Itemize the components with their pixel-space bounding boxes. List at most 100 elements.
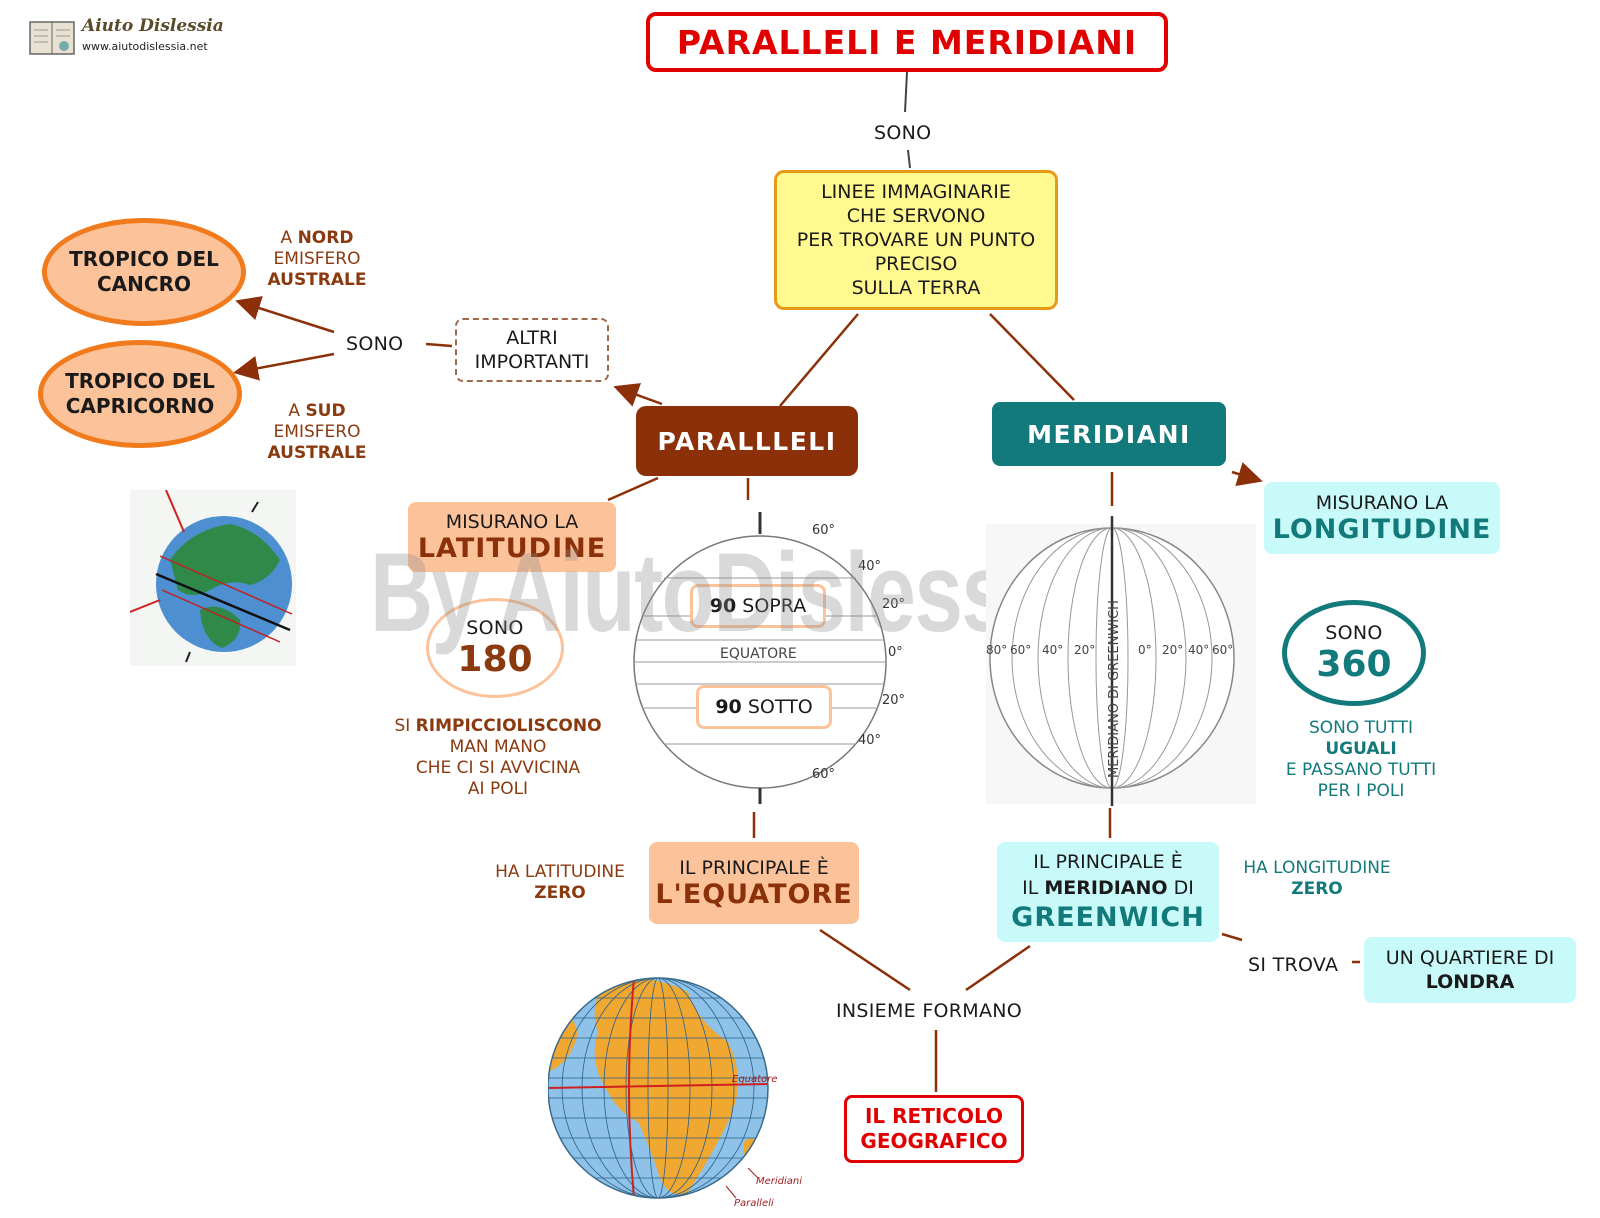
- londra-box: UN QUARTIERE DI LONDRA: [1364, 937, 1576, 1003]
- shrink-note-line: CHE CI SI AVVICINA: [415, 758, 581, 778]
- globe-paralleli-label: Paralleli: [734, 1198, 774, 1209]
- world-grid-globe: Equatore Meridiani Paralleli: [548, 977, 802, 1209]
- shrink-note-strong: RIMPICCIOLISCONO: [415, 716, 602, 736]
- lat-zero-strong: ZERO: [534, 883, 586, 903]
- lon-zero-strong: ZERO: [1291, 879, 1343, 899]
- sotto-text: SOTTO: [741, 696, 813, 718]
- sotto-number: 90: [715, 696, 742, 718]
- shrink-note-pre: SI: [394, 716, 416, 736]
- di-text: DI: [1167, 877, 1194, 899]
- definition-line: CHE SERVONO: [846, 205, 986, 227]
- globe-degree-label: 0°: [1138, 643, 1152, 657]
- sud-note: A SUD EMISFERO AUSTRALE: [258, 401, 376, 464]
- site-logo[interactable]: Aiuto Dislessia www.aiutodislessia.net: [28, 16, 224, 60]
- globe-degree-label: 20°: [882, 693, 905, 708]
- globe-equatore-label: Equatore: [732, 1074, 777, 1085]
- sotto-pill: 90 SOTTO: [696, 685, 832, 729]
- equatore-label: L'EQUATORE: [655, 878, 853, 910]
- globe-degree-label: 20°: [1074, 643, 1095, 657]
- sud-note-pre: A: [288, 401, 306, 421]
- sono-label: SONO: [466, 616, 524, 639]
- globe-degree-label: 20°: [1162, 643, 1183, 657]
- sopra-number: 90: [709, 595, 737, 617]
- sono-tropici-label: SONO: [346, 333, 404, 355]
- paralleli-node: PARALLLELI: [636, 406, 858, 476]
- nord-note: A NORD EMISFERO AUSTRALE: [258, 228, 376, 291]
- meridiano-text: MERIDIANO: [1044, 877, 1168, 899]
- misurano-la-label: MISURANO LA: [1315, 491, 1449, 514]
- lat-zero-line: HA LATITUDINE: [495, 862, 625, 882]
- globe-degree-label: 20°: [882, 597, 905, 612]
- tropico-cancro-node: TROPICO DEL CANCRO: [42, 218, 246, 326]
- globe-equator-label: EQUATORE: [720, 646, 797, 662]
- nord-note-line: EMISFERO: [273, 249, 361, 269]
- sud-note-strong: SUD: [305, 401, 346, 421]
- uguali-note-strong: UGUALI: [1325, 739, 1397, 759]
- count-180: 180: [457, 638, 533, 680]
- sud-note-line: EMISFERO: [273, 422, 361, 442]
- nord-note-pre: A: [280, 228, 298, 248]
- londra-line: UN QUARTIERE DI: [1385, 947, 1555, 969]
- si-trova-label: SI TROVA: [1248, 954, 1339, 976]
- book-icon: [29, 21, 75, 55]
- uguali-note: SONO TUTTI UGUALI E PASSANO TUTTI PER I …: [1266, 718, 1456, 802]
- tropico-capricorno-line: CAPRICORNO: [65, 394, 215, 418]
- tilted-earth-globe: [130, 490, 296, 666]
- tropico-cancro-line: TROPICO DEL: [69, 247, 219, 271]
- meridians-globe: 80° 60° 40° 20° 0° 20° 40° 60° MERIDIANO…: [986, 516, 1256, 806]
- lon-zero-line: HA LONGITUDINE: [1243, 858, 1391, 878]
- longitudine-zero-note: HA LONGITUDINE ZERO: [1236, 858, 1398, 900]
- altri-importanti-box: ALTRI IMPORTANTI: [455, 318, 609, 382]
- greenwich-label: GREENWICH: [1011, 902, 1205, 933]
- shrink-note: SI RIMPICCIOLISCONO MAN MANO CHE CI SI A…: [378, 716, 618, 800]
- globe-degree-label: 40°: [858, 559, 881, 574]
- tropico-capricorno-line: TROPICO DEL: [65, 369, 215, 393]
- sopra-text: SOPRA: [736, 595, 807, 617]
- sud-note-line: AUSTRALE: [267, 443, 367, 463]
- sopra-pill: 90 SOPRA: [690, 584, 826, 628]
- definition-box: LINEE IMMAGINARIE CHE SERVONO PER TROVAR…: [774, 170, 1058, 310]
- globe-meridiani-label: Meridiani: [756, 1176, 802, 1187]
- equatore-box: IL PRINCIPALE È L'EQUATORE: [649, 842, 859, 924]
- latitudine-zero-note: HA LATITUDINE ZERO: [490, 862, 630, 904]
- longitudine-label: LONGITUDINE: [1272, 513, 1492, 545]
- globe-degree-label: 60°: [1212, 643, 1233, 657]
- sono-top-label: SONO: [874, 122, 932, 144]
- count-180-circle: SONO 180: [426, 598, 564, 698]
- uguali-note-line: PER I POLI: [1317, 781, 1405, 801]
- definition-line: PER TROVARE UN PUNTO: [796, 229, 1036, 251]
- globe-degree-label: 40°: [858, 733, 881, 748]
- uguali-note-line: SONO TUTTI: [1309, 718, 1413, 738]
- globe-degree-label: 60°: [1010, 643, 1031, 657]
- definition-line: PRECISO: [874, 253, 958, 275]
- page-title: PARALLELI E MERIDIANI: [646, 12, 1168, 72]
- misurano-la-label: MISURANO LA: [445, 510, 579, 533]
- globe-degree-label: 40°: [1188, 643, 1209, 657]
- shrink-note-line: AI POLI: [467, 779, 529, 799]
- globe-degree-label: 60°: [812, 523, 835, 538]
- count-360-circle: SONO 360: [1282, 600, 1426, 706]
- latitudine-box: MISURANO LA LATITUDINE: [408, 502, 616, 572]
- count-360: 360: [1316, 643, 1392, 685]
- insieme-formano-label: INSIEME FORMANO: [836, 1000, 1023, 1022]
- greenwich-meridian-label: MERIDIANO DI GREENWICH: [1107, 600, 1122, 778]
- globe-degree-label: 80°: [986, 643, 1007, 657]
- logo-name: Aiuto Dislessia: [82, 16, 224, 36]
- altri-line: ALTRI: [506, 327, 558, 349]
- sono-label: SONO: [1325, 621, 1383, 644]
- reticolo-geografico-node: IL RETICOLO GEOGRAFICO: [844, 1095, 1024, 1163]
- principale-label: IL PRINCIPALE È: [679, 856, 829, 879]
- logo-url: www.aiutodislessia.net: [82, 40, 208, 53]
- globe-degree-label: 40°: [1042, 643, 1063, 657]
- altri-line: IMPORTANTI: [474, 351, 590, 373]
- uguali-note-line: E PASSANO TUTTI: [1285, 760, 1437, 780]
- londra-strong: LONDRA: [1425, 971, 1515, 993]
- globe-degree-label: 0°: [888, 645, 903, 660]
- definition-line: SULLA TERRA: [851, 277, 981, 299]
- longitudine-box: MISURANO LA LONGITUDINE: [1264, 482, 1500, 554]
- definition-line: LINEE IMMAGINARIE: [821, 181, 1011, 203]
- tropico-capricorno-node: TROPICO DEL CAPRICORNO: [38, 340, 242, 448]
- reticolo-line: GEOGRAFICO: [860, 1129, 1008, 1153]
- latitudine-label: LATITUDINE: [417, 532, 607, 564]
